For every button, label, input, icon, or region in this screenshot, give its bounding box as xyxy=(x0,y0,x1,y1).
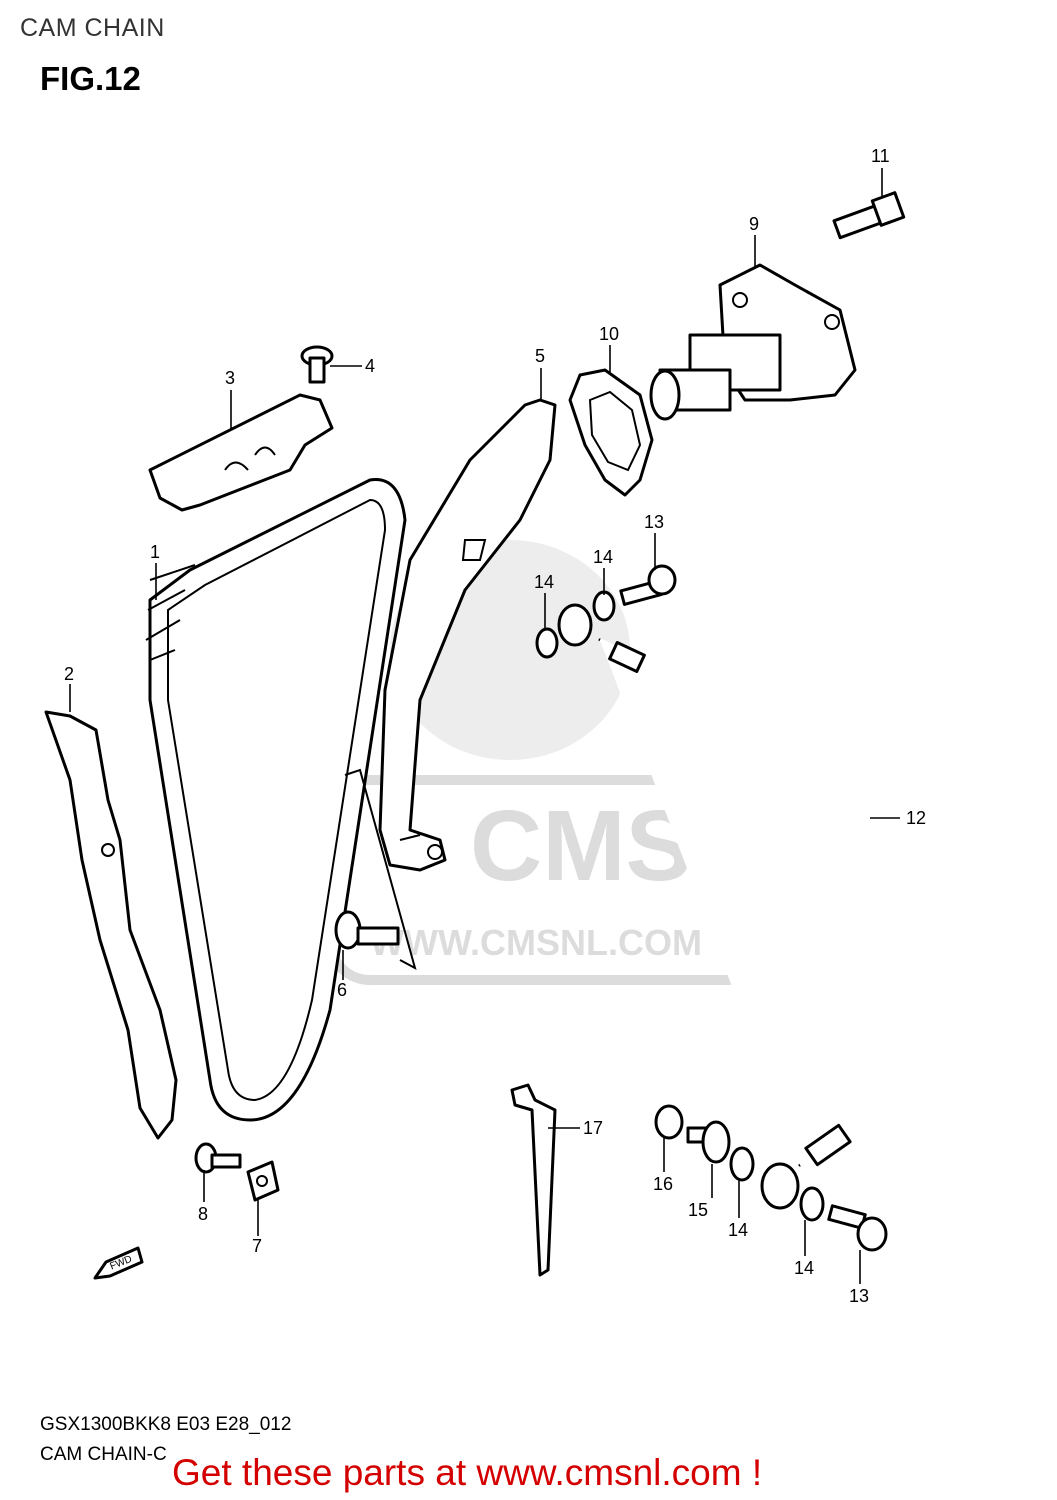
part-7-washer[interactable] xyxy=(246,1160,280,1202)
part-10-gasket[interactable] xyxy=(568,368,654,497)
callout-labels: 1 2 3 4 5 6 7 8 9 10 11 12 13 13 14 14 1… xyxy=(64,146,926,1306)
part-1-cam-chain[interactable] xyxy=(148,478,407,1122)
callout-14-b: 14 xyxy=(593,547,613,567)
part-6-bolt[interactable] xyxy=(334,910,400,950)
part-3-upper-guide[interactable] xyxy=(148,393,334,512)
fwd-arrow-icon: FWD xyxy=(93,1246,144,1280)
section-title: CAM CHAIN xyxy=(20,14,165,42)
part-14-washer-c[interactable] xyxy=(729,1146,755,1182)
part-8-bolt[interactable] xyxy=(194,1142,242,1174)
callout-13-bottom: 13 xyxy=(849,1286,869,1306)
part-5-tensioner-guide[interactable] xyxy=(378,398,557,872)
part-15-bolt[interactable] xyxy=(686,1120,731,1164)
banjo-fitting-top[interactable] xyxy=(557,603,593,647)
callout-17: 17 xyxy=(583,1118,603,1138)
watermark-url: WWW.CMSNL.COM xyxy=(370,922,702,963)
callout-4: 4 xyxy=(365,356,375,376)
callout-7: 7 xyxy=(252,1236,262,1256)
callout-6: 6 xyxy=(337,980,347,1000)
callout-15: 15 xyxy=(688,1200,708,1220)
part-17-cable-tie[interactable] xyxy=(510,1083,557,1277)
callout-14-d: 14 xyxy=(794,1258,814,1278)
part-14-washer-b[interactable] xyxy=(592,590,616,622)
cta-link[interactable]: Get these parts at www.cmsnl.com ! xyxy=(172,1452,763,1493)
part-13-banjo-bolt-bottom[interactable] xyxy=(827,1204,888,1252)
leader-lines xyxy=(69,168,900,1284)
part-2-chain-guide[interactable] xyxy=(44,710,178,1140)
callout-9: 9 xyxy=(749,214,759,234)
watermark-logo: CMS xyxy=(470,790,692,902)
callout-13-top: 13 xyxy=(644,512,664,532)
banjo-fitting-bottom[interactable] xyxy=(760,1162,800,1210)
callout-12: 12 xyxy=(906,808,926,828)
part-4-screw[interactable] xyxy=(300,345,334,384)
part-9-tensioner[interactable] xyxy=(649,263,857,421)
callout-1: 1 xyxy=(150,542,160,562)
part-12-oil-hose[interactable] xyxy=(598,638,929,1167)
callout-14-c: 14 xyxy=(728,1220,748,1240)
part-14-washer-d[interactable] xyxy=(799,1186,825,1222)
callout-11: 11 xyxy=(871,146,890,166)
part-16-washer[interactable] xyxy=(654,1104,684,1140)
callout-10: 10 xyxy=(599,324,619,344)
model-code: GSX1300BKK8 E03 E28_012 xyxy=(40,1414,292,1435)
callout-3: 3 xyxy=(225,368,235,388)
figure-label: FIG.12 xyxy=(40,60,141,97)
callout-8: 8 xyxy=(198,1204,208,1224)
diagram-name: CAM CHAIN-C xyxy=(40,1444,167,1465)
part-14-washer-a[interactable] xyxy=(535,627,559,659)
part-13-banjo-bolt-top[interactable] xyxy=(619,564,677,606)
callout-5: 5 xyxy=(535,346,545,366)
callout-16: 16 xyxy=(653,1174,673,1194)
callout-14-a: 14 xyxy=(534,572,554,592)
part-11-bolt[interactable] xyxy=(832,191,906,240)
callout-2: 2 xyxy=(64,664,74,684)
